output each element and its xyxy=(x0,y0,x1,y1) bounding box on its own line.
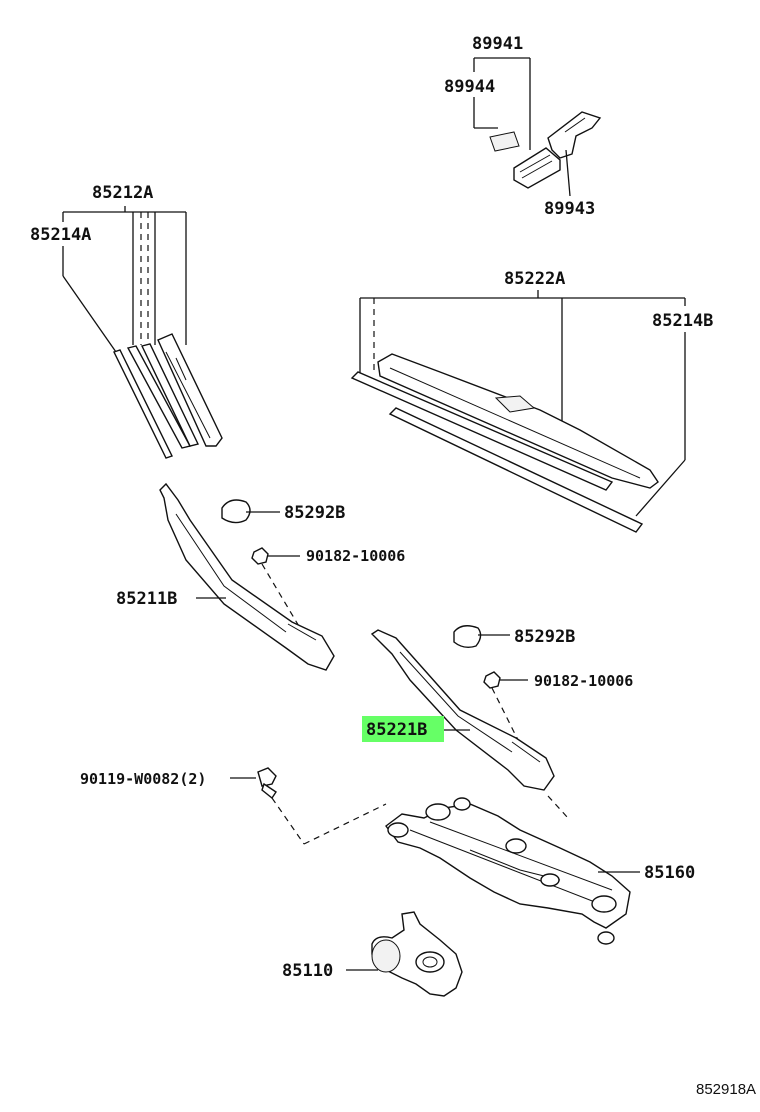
label-85160[interactable]: 85160 xyxy=(644,863,695,883)
arm-85221B[interactable] xyxy=(370,629,555,791)
connector-89943-shape[interactable] xyxy=(547,111,602,159)
label-90119-W0082[interactable]: 90119-W0082(2) xyxy=(80,770,206,788)
label-89941[interactable]: 89941 xyxy=(472,34,523,54)
label-85222A[interactable]: 85222A xyxy=(504,269,565,289)
label-89944[interactable]: 89944 xyxy=(444,77,495,97)
arm-85211B[interactable] xyxy=(159,482,335,671)
group-85110 xyxy=(346,911,463,997)
cap-85292B-1[interactable] xyxy=(221,499,251,524)
group-85211B xyxy=(159,482,335,671)
label-85110[interactable]: 85110 xyxy=(282,961,333,981)
linkage-85160[interactable] xyxy=(385,803,631,929)
label-90182-10006-2[interactable]: 90182-10006 xyxy=(534,672,633,690)
clip-shape[interactable] xyxy=(513,147,561,189)
label-85211B[interactable]: 85211B xyxy=(116,589,177,609)
label-85214A[interactable]: 85214A xyxy=(30,225,91,245)
highlight-85221B xyxy=(362,716,444,742)
blade-body-85222A[interactable] xyxy=(377,353,659,489)
blade-body-85212A[interactable] xyxy=(157,333,223,447)
label-90182-10006-1[interactable]: 90182-10006 xyxy=(306,547,405,565)
label-89943[interactable]: 89943 xyxy=(544,199,595,219)
group-85160 xyxy=(385,795,640,945)
diagram-reference-code: 852918A xyxy=(696,1081,756,1098)
bolt-90119[interactable] xyxy=(257,767,277,787)
nut-90182-2[interactable] xyxy=(483,671,501,689)
rubber-strip-85214B[interactable] xyxy=(388,407,644,533)
rubber-strip-85214A[interactable] xyxy=(113,349,173,459)
label-85221B[interactable]: 85221B xyxy=(366,720,427,740)
blade-strip-2[interactable] xyxy=(140,343,200,447)
insert-89944-shape[interactable] xyxy=(489,131,520,152)
label-85212A[interactable]: 85212A xyxy=(92,183,153,203)
group-85222A xyxy=(350,290,686,533)
group-90119 xyxy=(230,767,387,845)
label-85292B-1[interactable]: 85292B xyxy=(284,503,345,523)
nut-90182-1[interactable] xyxy=(251,547,269,565)
label-85214B[interactable]: 85214B xyxy=(652,311,713,331)
cap-85292B-2[interactable] xyxy=(453,625,482,649)
group-89941 xyxy=(473,57,602,197)
label-85292B-2[interactable]: 85292B xyxy=(514,627,575,647)
group-85212A xyxy=(62,206,223,459)
blade-strip-85222A[interactable] xyxy=(350,371,614,491)
group-85221B xyxy=(370,625,555,791)
